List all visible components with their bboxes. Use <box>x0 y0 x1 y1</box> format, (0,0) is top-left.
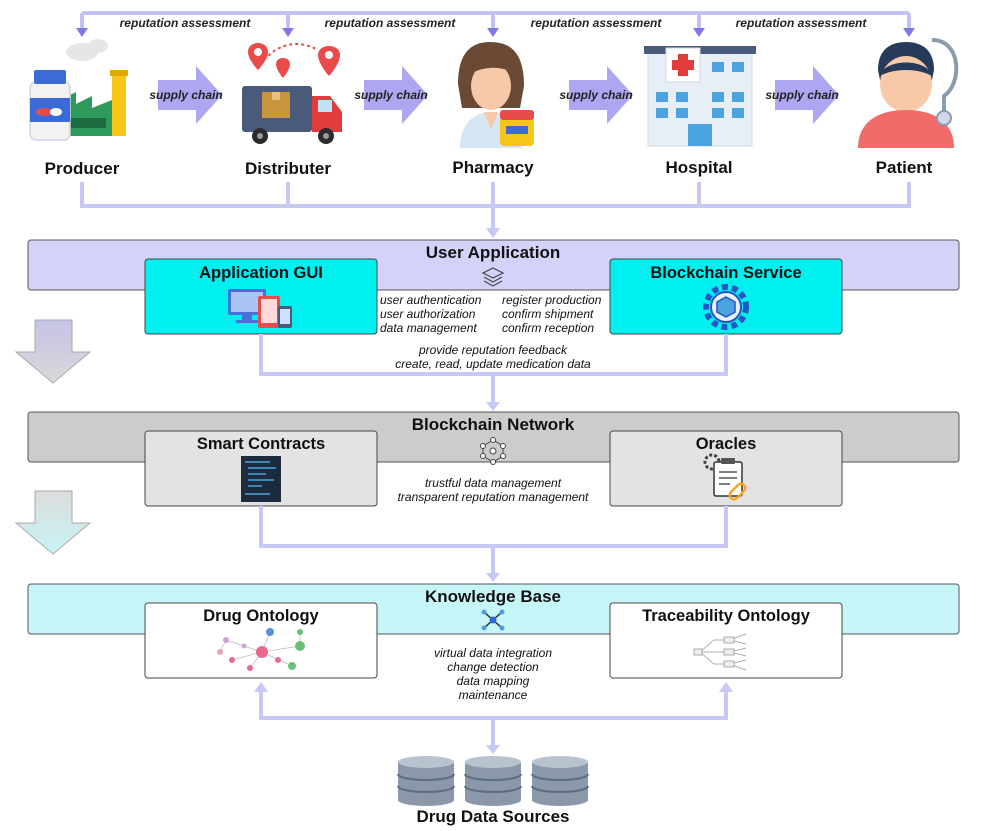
network-function-1: trustful data management <box>425 476 562 490</box>
knowledge-to-sources-connector <box>259 690 728 746</box>
actor-label-pharmacy: Pharmacy <box>452 158 534 177</box>
arrowhead-to-traceability-ontology <box>719 682 733 692</box>
gui-function-1: user authentication <box>380 293 482 307</box>
arrowhead-to-drug-ontology <box>254 682 268 692</box>
supply-chain-label-4: supply chain <box>765 88 838 102</box>
data-integration-icon <box>481 609 505 631</box>
blockchain-network-title: Blockchain Network <box>412 415 575 434</box>
supply-chain-arrows <box>158 66 839 124</box>
patient-icon <box>858 38 959 148</box>
actor-label-distributer: Distributer <box>245 159 331 178</box>
reputation-label-1: reputation assessment <box>120 16 252 30</box>
actor-label-producer: Producer <box>45 159 120 178</box>
devices-icon <box>228 289 292 328</box>
service-function-1: register production <box>502 293 602 307</box>
oracles-title: Oracles <box>696 435 757 453</box>
knowledge-function-2: change detection <box>447 660 539 674</box>
code-document-icon <box>241 456 281 502</box>
user-application-title: User Application <box>426 243 560 262</box>
knowledge-function-3: data mapping <box>457 674 530 688</box>
layers-icon <box>481 267 505 287</box>
gui-function-2: user authorization <box>380 307 476 321</box>
arrowhead-to-data-sources <box>486 745 500 754</box>
drug-ontology-box <box>144 602 378 679</box>
ontology-tree-icon <box>693 633 747 671</box>
knowledge-base-title: Knowledge Base <box>425 587 561 606</box>
layer-flow-arrow-1 <box>14 319 92 384</box>
user-app-action-2: create, read, update medication data <box>395 357 591 371</box>
graph-network-icon <box>217 628 305 671</box>
actor-label-patient: Patient <box>876 158 933 177</box>
reputation-connectors <box>76 11 915 37</box>
application-gui-title: Application GUI <box>199 264 323 282</box>
supply-chain-label-1: supply chain <box>149 88 222 102</box>
supply-chain-label-3: supply chain <box>559 88 632 102</box>
clipboard-link-icon <box>703 453 747 501</box>
arrowhead-to-knowledge-base <box>486 573 500 582</box>
drug-ontology-title: Drug Ontology <box>203 607 319 625</box>
traceability-ontology-title: Traceability Ontology <box>642 607 811 625</box>
gear-cube-icon <box>703 284 749 330</box>
reputation-label-4: reputation assessment <box>736 16 868 30</box>
knowledge-function-4: maintenance <box>459 688 528 702</box>
blockchain-service-title: Blockchain Service <box>650 264 801 282</box>
reputation-label-2: reputation assessment <box>325 16 457 30</box>
service-function-2: confirm shipment <box>502 307 594 321</box>
knowledge-function-1: virtual data integration <box>434 646 552 660</box>
factory-icon <box>29 39 128 141</box>
user-app-action-1: provide reputation feedback <box>418 343 568 357</box>
gui-function-3: data management <box>380 321 477 335</box>
database-icon <box>397 756 589 806</box>
actors-to-application-connector <box>80 182 911 230</box>
supply-chain-label-2: supply chain <box>354 88 427 102</box>
hospital-icon <box>644 46 756 147</box>
arrowhead-to-blockchain-network <box>486 402 500 411</box>
reputation-label-3: reputation assessment <box>531 16 663 30</box>
drug-data-sources-label: Drug Data Sources <box>416 807 569 826</box>
arrowhead-to-user-application <box>486 228 500 238</box>
service-function-3: confirm reception <box>502 321 594 335</box>
application-to-network-connector <box>259 334 728 404</box>
actor-label-hospital: Hospital <box>665 158 732 177</box>
pharmacist-icon <box>458 42 534 148</box>
layer-flow-arrow-2 <box>14 490 92 555</box>
truck-icon <box>242 43 342 144</box>
smart-contracts-title: Smart Contracts <box>197 435 325 453</box>
network-nodes-icon <box>480 437 506 465</box>
network-function-2: transparent reputation management <box>398 490 589 504</box>
network-to-knowledge-connector <box>259 506 728 574</box>
